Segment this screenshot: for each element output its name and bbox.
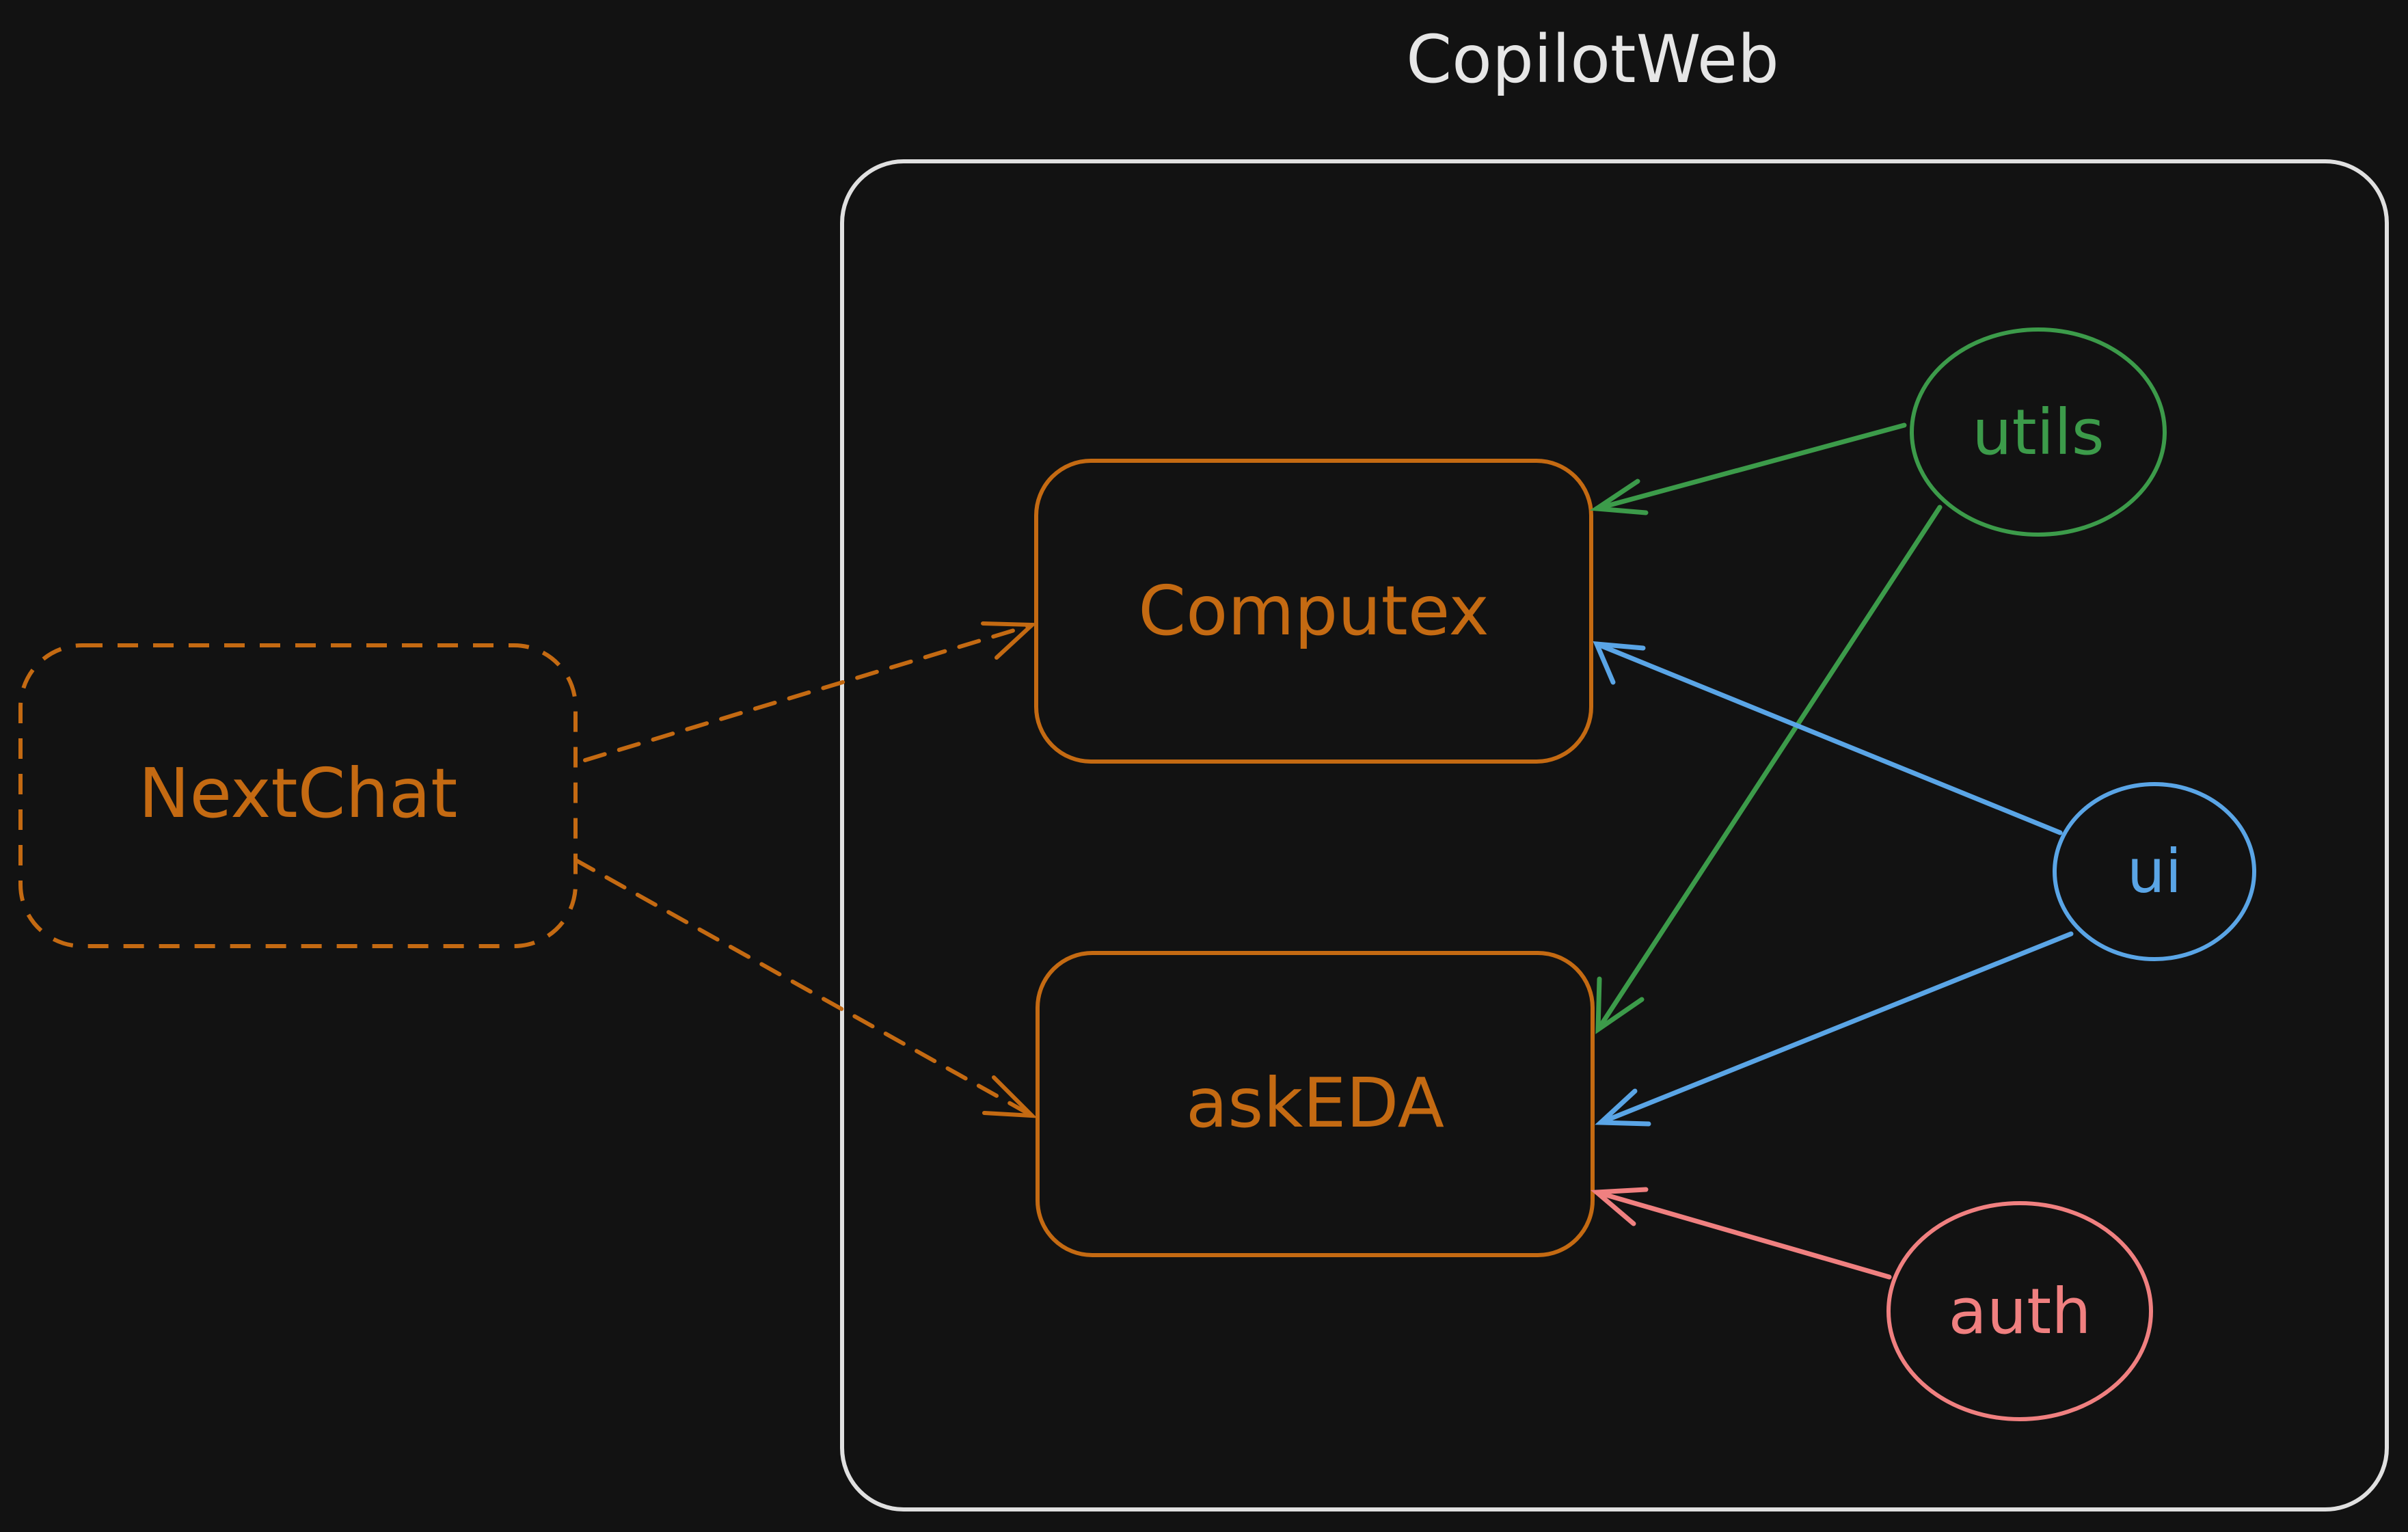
node-auth[interactable]: auth — [1886, 1201, 2153, 1421]
arrowhead-utils-askeda — [1595, 976, 1645, 1034]
node-nextchat[interactable]: NextChat — [18, 643, 578, 948]
arrowhead-utils-computex — [1589, 479, 1649, 515]
edge-utils-askeda[interactable] — [1595, 505, 1943, 1032]
askeda-label: askEDA — [1186, 1063, 1444, 1143]
arrowhead-auth-askeda — [1591, 1187, 1649, 1226]
nextchat-box — [18, 643, 578, 948]
edge-ui-computex[interactable] — [1594, 641, 2063, 835]
node-computex[interactable]: Computex — [1034, 459, 1593, 764]
node-ui[interactable]: ui — [2053, 782, 2256, 961]
arrowhead-nextchat-askeda — [982, 1075, 1038, 1118]
copilotweb-container[interactable] — [840, 159, 2389, 1511]
arrowhead-ui-askeda — [1595, 1088, 1651, 1127]
edge-ui-askeda[interactable] — [1598, 931, 2074, 1125]
auth-label: auth — [1948, 1275, 2091, 1348]
arrowhead-nextchat-computex — [981, 621, 1038, 660]
node-askeda[interactable]: askEDA — [1036, 951, 1595, 1257]
edge-nextchat-computex[interactable] — [583, 623, 1034, 762]
ui-label: ui — [2127, 836, 2182, 906]
edge-auth-askeda[interactable] — [1594, 1190, 1892, 1280]
node-utils[interactable]: utils — [1910, 327, 2167, 537]
arrowhead-ui-computex — [1593, 641, 1646, 685]
computex-box — [1034, 459, 1593, 764]
askeda-box — [1036, 951, 1595, 1257]
ui-circle — [2053, 782, 2256, 961]
diagram-title: CopilotWeb — [1406, 21, 1779, 98]
auth-circle — [1886, 1201, 2153, 1421]
nextchat-label: NextChat — [139, 753, 458, 833]
edge-nextchat-askeda[interactable] — [573, 858, 1034, 1118]
utils-label: utils — [1972, 396, 2104, 469]
utils-circle — [1910, 327, 2167, 537]
computex-label: Computex — [1138, 571, 1489, 651]
edge-utils-computex[interactable] — [1594, 422, 1907, 511]
